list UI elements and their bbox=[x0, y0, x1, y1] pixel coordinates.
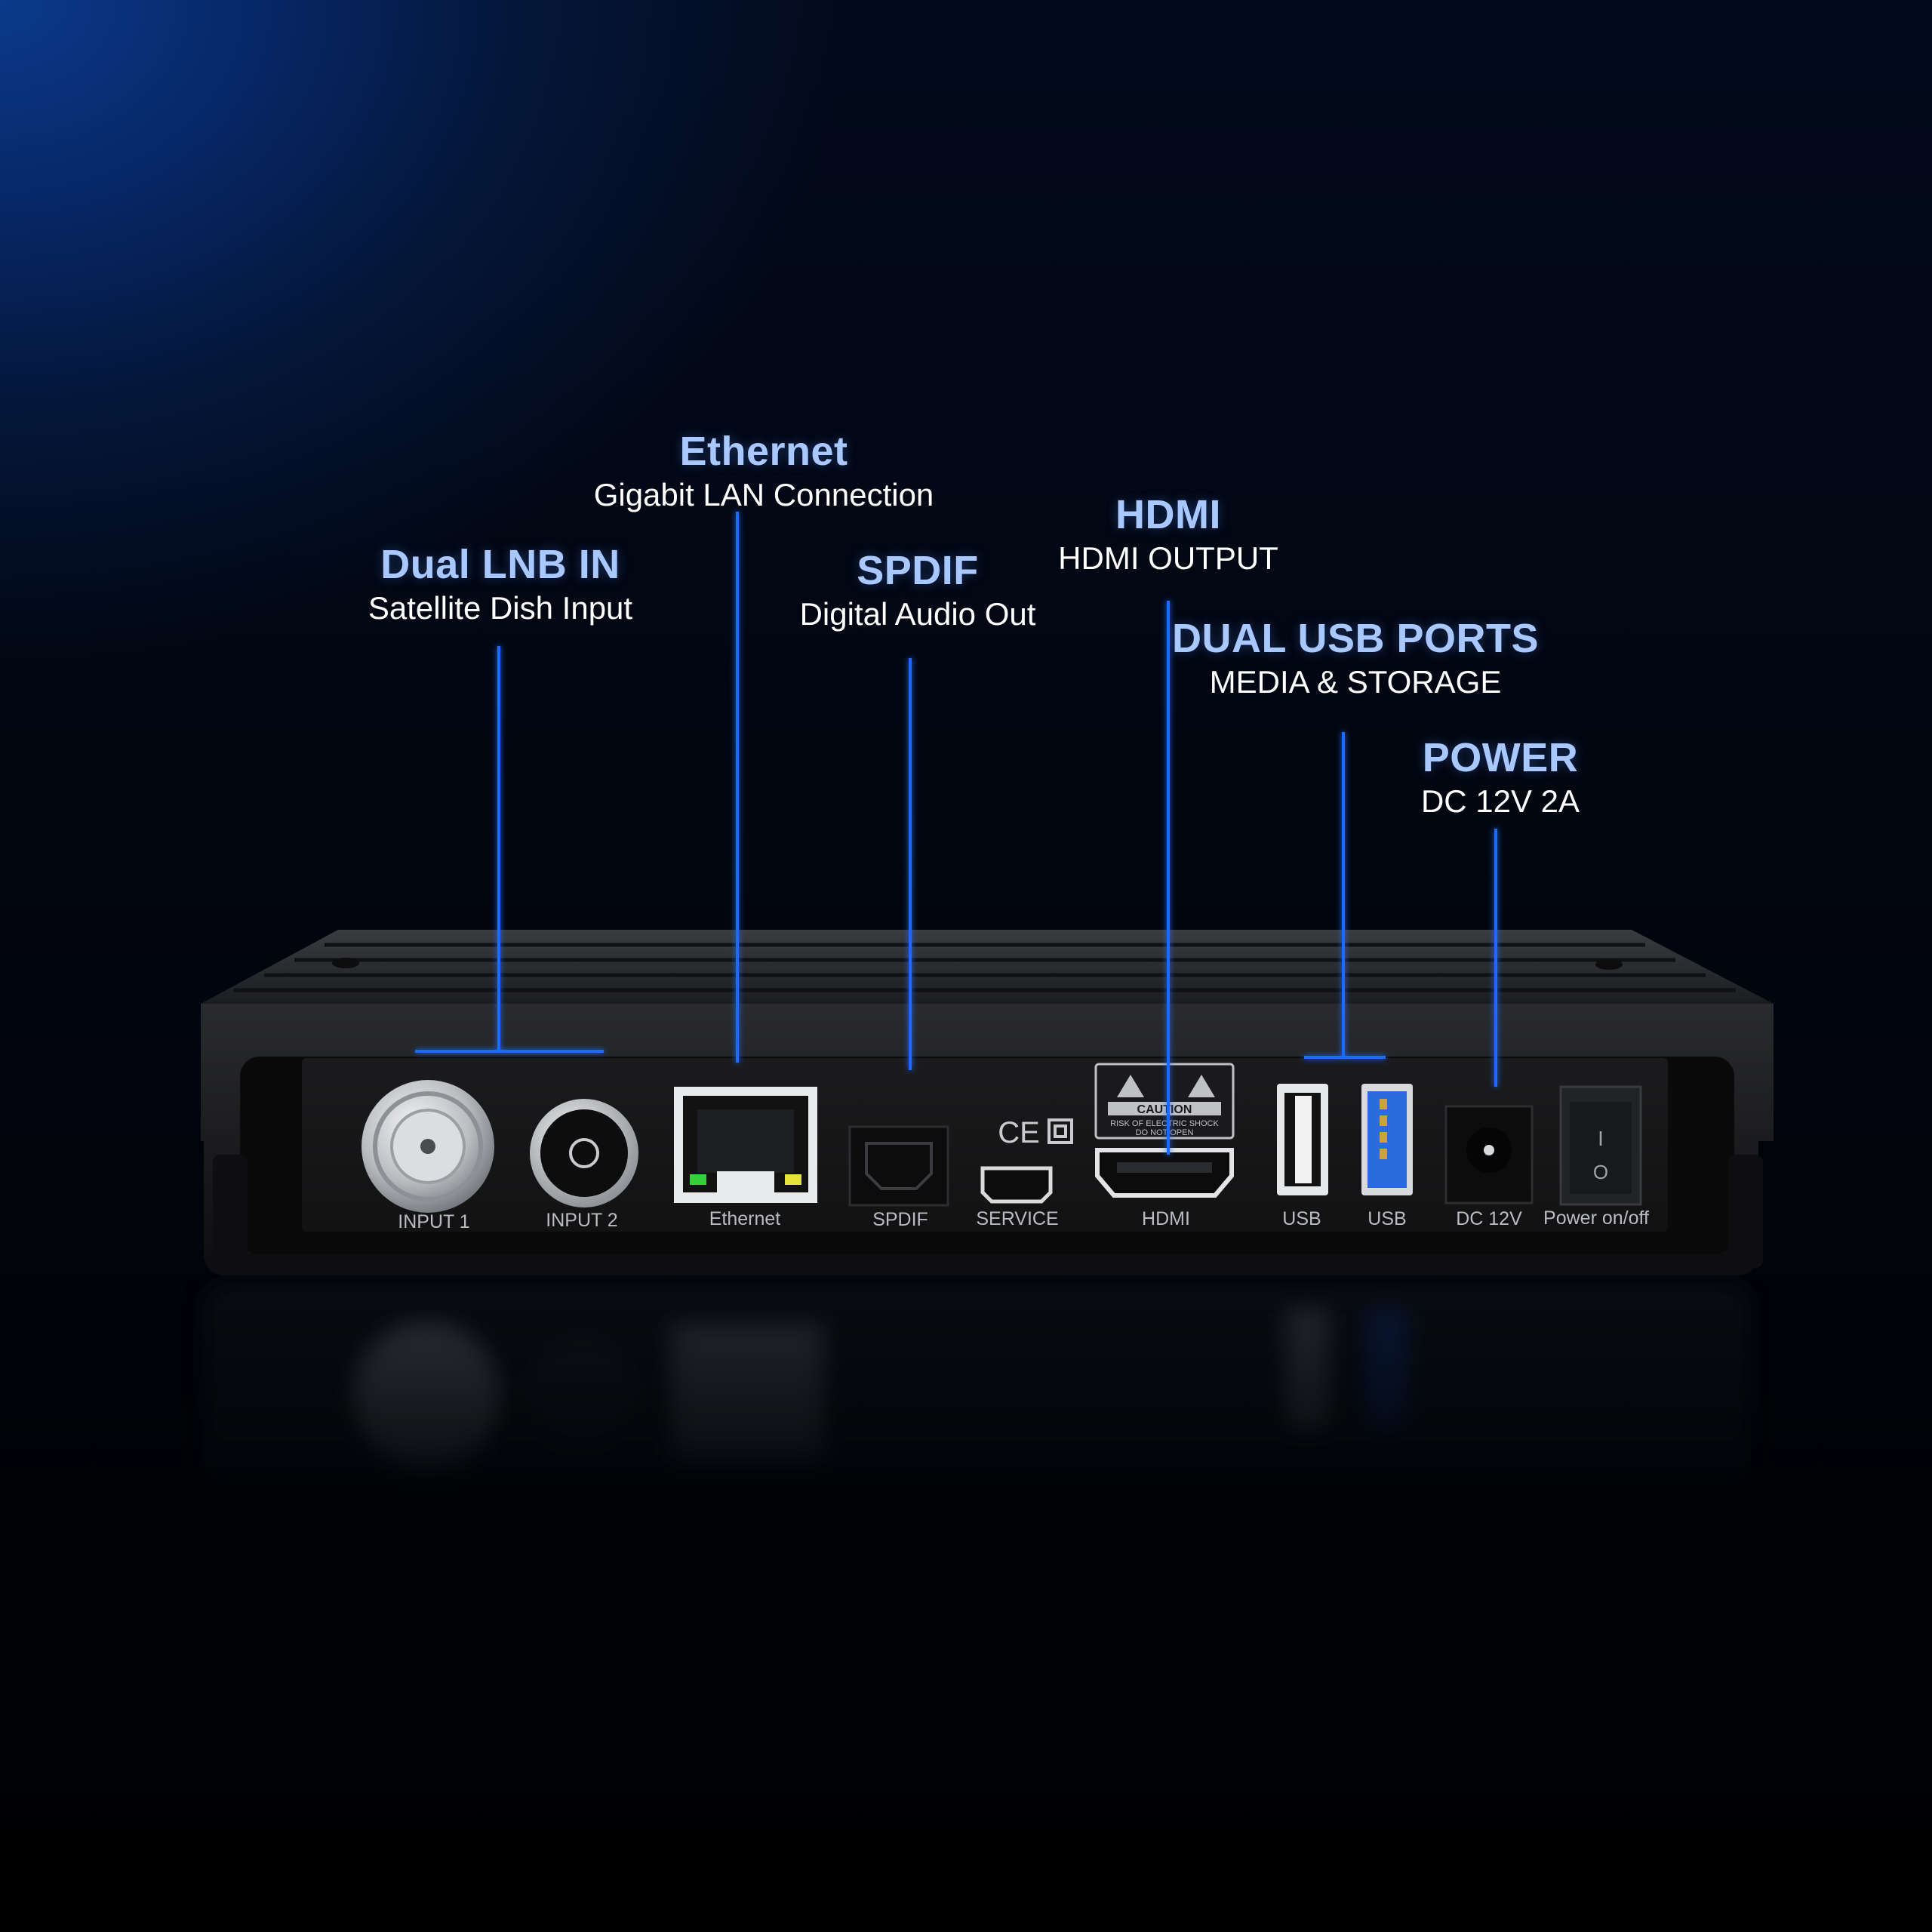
power-switch-icon bbox=[1559, 1085, 1642, 1206]
callout-usb-title: DUAL USB PORTS bbox=[1171, 616, 1540, 661]
ethernet-port-icon bbox=[674, 1087, 817, 1203]
label-usb1: USB bbox=[1282, 1208, 1321, 1229]
callout-power-title: POWER bbox=[1422, 735, 1579, 780]
box-top bbox=[201, 930, 1774, 1004]
ce-mark: CE bbox=[998, 1116, 1040, 1149]
input1-connector-icon bbox=[361, 1080, 494, 1213]
label-input1: INPUT 1 bbox=[398, 1211, 469, 1232]
input2-connector-icon bbox=[530, 1099, 638, 1208]
usb2-port-icon bbox=[1361, 1084, 1413, 1195]
label-spdif: SPDIF bbox=[872, 1209, 928, 1230]
callout-spdif-title: SPDIF bbox=[857, 548, 979, 593]
callout-hdmi-title: HDMI bbox=[1115, 492, 1221, 537]
callout-ethernet-subtitle: Gigabit LAN Connection bbox=[593, 477, 934, 512]
service-port-icon bbox=[980, 1166, 1053, 1204]
label-power-switch: Power on/off bbox=[1543, 1208, 1649, 1229]
switch-off-mark: O bbox=[1593, 1161, 1608, 1183]
callout-spdif-subtitle: Digital Audio Out bbox=[799, 596, 1036, 632]
callout-lnb-subtitle: Satellite Dish Input bbox=[368, 590, 633, 626]
caution-line2: DO NOT OPEN bbox=[1136, 1128, 1194, 1137]
label-usb2: USB bbox=[1367, 1208, 1406, 1229]
callout-lnb: Dual LNB IN Satellite Dish Input bbox=[236, 540, 764, 628]
callout-usb-subtitle: MEDIA & STORAGE bbox=[1209, 664, 1502, 700]
label-service: SERVICE bbox=[976, 1208, 1058, 1229]
caution-text: CAUTION bbox=[1137, 1103, 1192, 1116]
callout-lnb-title: Dual LNB IN bbox=[380, 542, 620, 587]
label-input2: INPUT 2 bbox=[546, 1210, 617, 1231]
callout-hdmi-subtitle: HDMI OUTPUT bbox=[1058, 540, 1278, 576]
callout-usb: DUAL USB PORTS MEDIA & STORAGE bbox=[1091, 614, 1620, 702]
dc-jack-icon bbox=[1444, 1105, 1534, 1204]
label-ethernet: Ethernet bbox=[709, 1208, 781, 1229]
caution-label-icon bbox=[1094, 1063, 1235, 1140]
label-dc: DC 12V bbox=[1456, 1208, 1522, 1229]
caution-line1: RISK OF ELECTRIC SHOCK bbox=[1110, 1119, 1219, 1128]
spdif-port-icon bbox=[848, 1125, 949, 1207]
ce-mark-icon bbox=[1048, 1118, 1073, 1144]
callout-hdmi: HDMI HDMI OUTPUT bbox=[904, 491, 1432, 578]
callout-power-subtitle: DC 12V 2A bbox=[1420, 783, 1580, 819]
switch-on-mark: I bbox=[1598, 1127, 1604, 1150]
callout-ethernet: Ethernet Gigabit LAN Connection bbox=[500, 427, 1028, 515]
hdmi-port-icon bbox=[1095, 1148, 1234, 1198]
callout-power: POWER DC 12V 2A bbox=[1236, 734, 1764, 821]
callout-ethernet-title: Ethernet bbox=[679, 429, 848, 474]
callout-spdif: SPDIF Digital Audio Out bbox=[654, 546, 1182, 634]
usb1-port-icon bbox=[1277, 1084, 1328, 1195]
label-hdmi: HDMI bbox=[1142, 1208, 1190, 1229]
